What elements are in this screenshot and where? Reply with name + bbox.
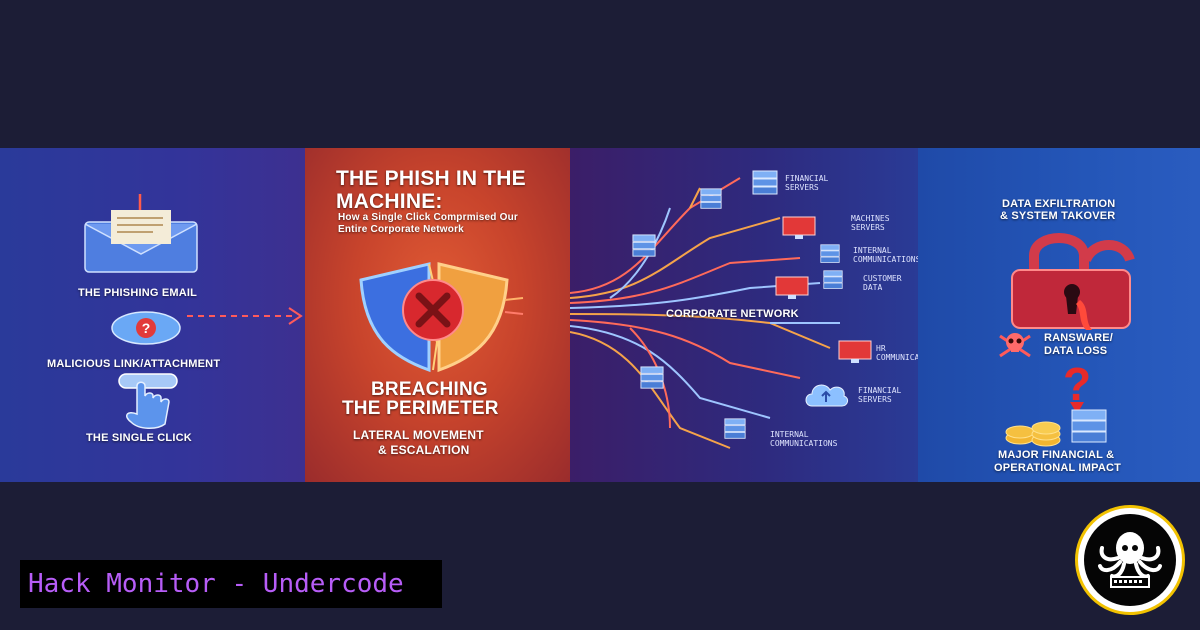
node-label: HR COMMUNICATIONS (876, 344, 918, 362)
subtitle-line-2: Entire Corporate Network (338, 224, 464, 235)
phishing-panel: THE PHISHING EMAIL ? MALICIOUS LINK/ATTA… (0, 148, 305, 482)
impact-line-2: OPERATIONAL IMPACT (994, 462, 1122, 474)
title-line-1: THE PHISH IN THE (336, 167, 526, 190)
padlock-icon (1011, 233, 1135, 330)
hand-pointer-icon (118, 373, 178, 429)
arrow-to-perimeter (187, 307, 303, 325)
skull-icon (999, 333, 1031, 358)
server-icon (820, 244, 840, 263)
lateral-line-1: LATERAL MOVEMENT (353, 428, 484, 442)
octopus-logo-icon (1075, 505, 1185, 615)
title-line-2: MACHINE: (336, 190, 443, 213)
impact-line-1: MAJOR FINANCIAL & (998, 449, 1115, 461)
exfil-line-2: & SYSTEM TAKOVER (1000, 210, 1116, 222)
brand-footer: Hack Monitor - Undercode (20, 560, 442, 608)
step-malicious-link: MALICIOUS LINK/ATTACHMENT (47, 358, 221, 370)
svg-text:?: ? (142, 320, 151, 336)
breach-line-2: THE PERIMETER (342, 398, 499, 419)
server-icon (700, 188, 722, 209)
coins-stack-icon (1005, 409, 1107, 447)
logo-badge (1084, 514, 1176, 606)
octopus-icon (1098, 532, 1162, 588)
envelope-hook-icon (84, 194, 198, 273)
corporate-network-label: CORPORATE NETWORK (666, 308, 799, 320)
broken-shield-icon (359, 262, 524, 373)
node-label: FINANCIAL SERVERS (858, 386, 902, 404)
server-icon (632, 234, 656, 257)
question-bubble-icon: ? (111, 311, 181, 345)
server-icon (752, 170, 778, 195)
monitor-icon (782, 216, 816, 239)
step-single-click: THE SINGLE CLICK (86, 432, 192, 444)
subtitle-line-1: How a Single Click Comprmised Our (338, 212, 518, 223)
svg-text:?: ? (1063, 358, 1091, 410)
monitor-icon (838, 340, 872, 363)
cloud-icon (805, 384, 849, 407)
node-label: FINANCIAL SERVERS (785, 174, 829, 192)
server-icon (640, 366, 664, 389)
impact-panel: DATA EXFILTRATION & SYSTEM TAKOVER RANSW… (918, 148, 1200, 482)
node-label: INTERNAL COMMUNICATIONS (853, 246, 918, 264)
node-label: INTERNAL COMMUNICATIONS (770, 430, 838, 448)
server-icon (823, 270, 843, 289)
ransom-line-1: RANSWARE/ (1044, 332, 1114, 344)
server-icon (724, 418, 746, 439)
node-label: MACHINES SERVERS (851, 214, 890, 232)
circuit-traces (570, 177, 840, 449)
step-phishing-email: THE PHISHING EMAIL (78, 287, 198, 299)
question-mark-icon: ? (1063, 358, 1091, 414)
monitor-icon (775, 276, 809, 299)
exfil-line-1: DATA EXFILTRATION (1002, 198, 1116, 210)
infographic-banner: THE PHISHING EMAIL ? MALICIOUS LINK/ATTA… (0, 148, 1200, 482)
node-label: CUSTOMER DATA (863, 274, 902, 292)
network-panel: FINANCIAL SERVERS MACHINES SERVERS INTER… (570, 148, 918, 482)
breach-panel: THE PHISH IN THE MACHINE: How a Single C… (305, 148, 570, 482)
lateral-line-2: & ESCALATION (378, 443, 470, 457)
ransom-line-2: DATA LOSS (1044, 345, 1108, 357)
breach-line-1: BREACHING (371, 379, 488, 400)
